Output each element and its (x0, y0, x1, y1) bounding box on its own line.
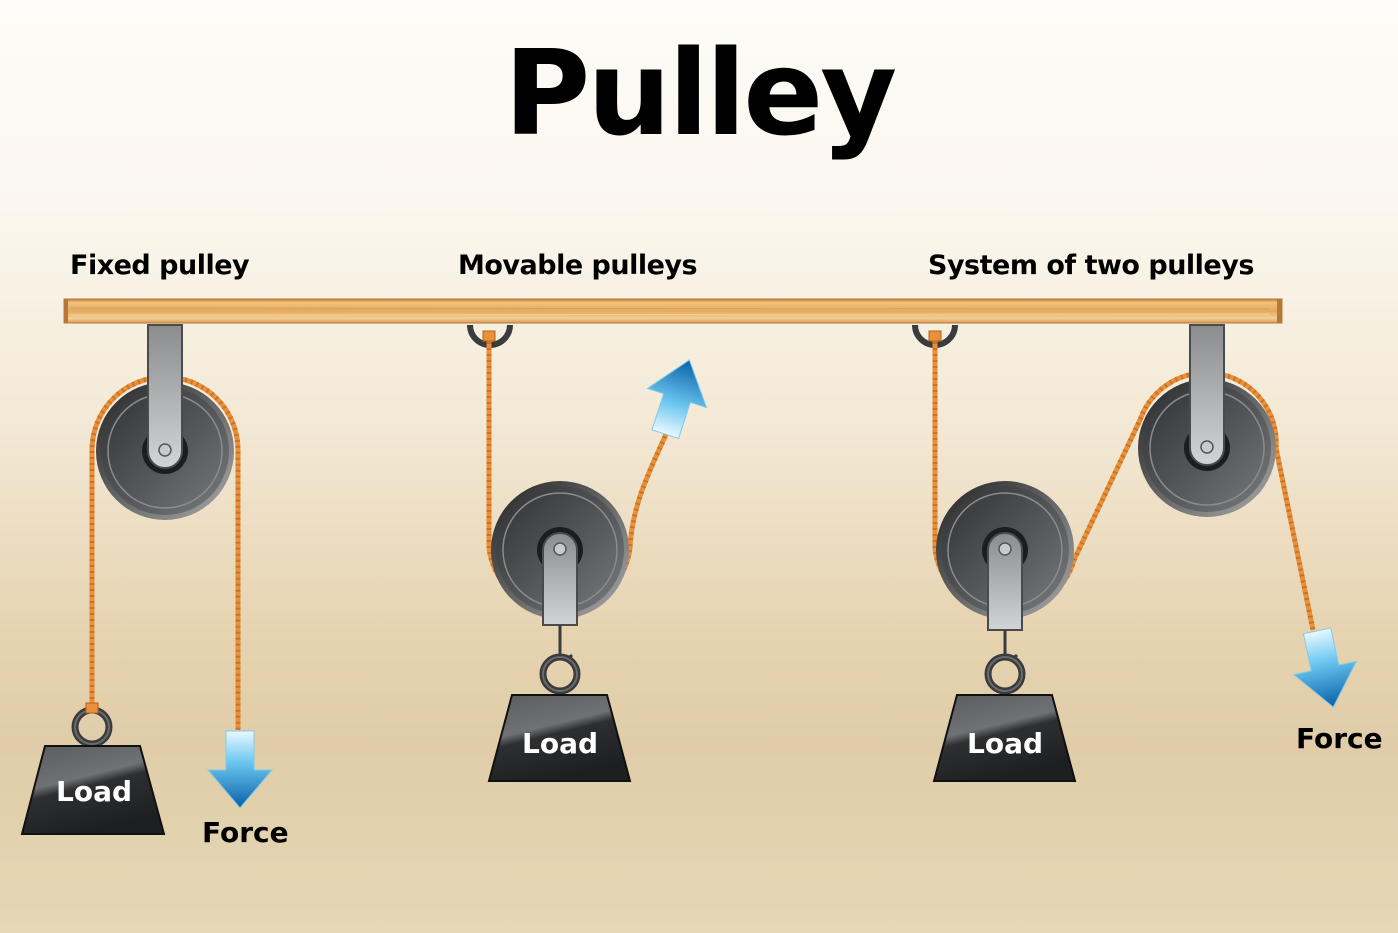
force-label-fixed: Force (202, 816, 289, 849)
axle (553, 542, 567, 556)
pulley-bracket (542, 532, 578, 626)
system-of-two-pulleys-label: System of two pulleys (928, 250, 1254, 281)
load-weight (20, 745, 166, 835)
force-arrow-down-icon (206, 730, 274, 809)
force-arrow-down-icon (1292, 627, 1358, 708)
pulley-bracket (1189, 324, 1225, 466)
axle (998, 542, 1012, 556)
load-label-fixed: Load (55, 775, 132, 808)
fixed-pulley-label: Fixed pulley (70, 250, 250, 281)
force-label-system: Force (1296, 722, 1383, 755)
force-arrow-up-icon (646, 359, 708, 440)
load-weight (932, 694, 1077, 782)
page-title: Pulley (503, 24, 897, 162)
movable-pulley-assembly (467, 324, 708, 782)
load-label-system: Load (966, 727, 1043, 760)
axle (1200, 440, 1214, 454)
pulley-bracket (147, 324, 183, 469)
load-label-movable: Load (521, 727, 598, 760)
wooden-beam (63, 298, 1283, 324)
axle (158, 443, 172, 457)
load-weight (487, 694, 632, 782)
fixed-pulley-assembly (20, 324, 274, 835)
two-pulley-system-assembly (912, 324, 1358, 782)
pulley-bracket (987, 532, 1023, 631)
movable-pulleys-label: Movable pulleys (458, 250, 698, 281)
